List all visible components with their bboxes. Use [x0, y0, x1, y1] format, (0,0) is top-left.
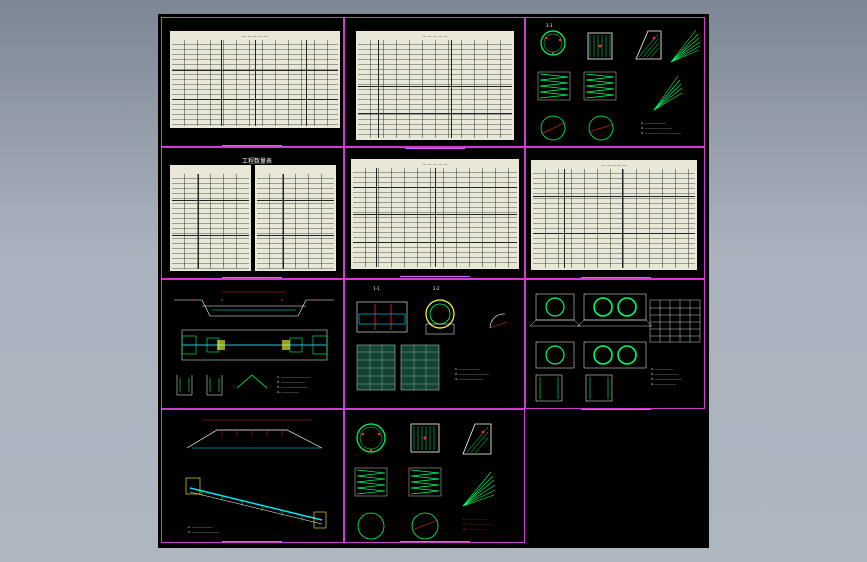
- svg-text:2. ————————: 2. ————————: [651, 372, 679, 376]
- svg-text:2. —————————: 2. —————————: [463, 522, 494, 526]
- table-header: — — — — —: [601, 163, 627, 168]
- svg-text:4. ———————: 4. ———————: [651, 382, 676, 386]
- panel-caption: [581, 272, 651, 278]
- pipe-section-drawing: 1-1 2-2 1. ——————— 2. ——————————: [356, 286, 508, 391]
- svg-text:3. ————————: 3. ————————: [455, 377, 483, 381]
- svg-text:1. ——————————: 1. ——————————: [277, 375, 311, 379]
- section-mark: 1-1: [373, 286, 380, 291]
- panel-title: 工程数量表: [242, 158, 273, 165]
- panel-caption: [405, 143, 465, 149]
- table-header: — — — — —: [422, 162, 448, 167]
- panel-table-5[interactable]: — — — — —: [344, 147, 525, 279]
- panel-caption: [400, 536, 470, 542]
- table-header: — — — — —: [422, 34, 448, 39]
- panel-rebar-details-11[interactable]: 1. ——————— 2. ————————— 3. ———————: [344, 409, 525, 543]
- panel-caption: [222, 140, 282, 146]
- panel-table-pair-4[interactable]: 工程数量表: [161, 147, 344, 279]
- svg-text:1. ———————: 1. ———————: [455, 367, 480, 371]
- svg-text:1-1: 1-1: [546, 23, 553, 28]
- quantity-table-left: [170, 165, 251, 271]
- svg-text:1. ———————: 1. ———————: [641, 121, 666, 125]
- culvert-plan-elevation-drawing: 1. —————————— 2. ———————— 3. ————————— 4…: [174, 291, 334, 396]
- panel-longitudinal-profile-10[interactable]: 1. ——————— 2. —————————: [161, 409, 344, 543]
- table-header: — — — — —: [242, 34, 268, 39]
- svg-text:1. ——————: 1. ——————: [651, 367, 673, 371]
- double-pipe-section-drawing: 1. —————— 2. ———————— 3. ————————— 4. ——…: [529, 293, 701, 402]
- svg-text:4. ——————: 4. ——————: [277, 390, 299, 394]
- quantity-table: — — — — —: [351, 159, 519, 269]
- panel-caption: [222, 536, 282, 542]
- cad-drawing-sheet: — — — — — — — — — — 1-1: [158, 14, 709, 548]
- longitudinal-profile-drawing: 1. ——————— 2. —————————: [185, 419, 327, 534]
- svg-text:3. —————————: 3. —————————: [651, 377, 682, 381]
- quantity-table: — — — — —: [531, 160, 697, 270]
- panel-table-6[interactable]: — — — — —: [525, 147, 705, 279]
- svg-text:3. —————————: 3. —————————: [277, 385, 308, 389]
- svg-text:2. ——————————: 2. ——————————: [455, 372, 489, 376]
- panel-rebar-details-3[interactable]: 1-1: [525, 17, 705, 148]
- section-mark: 2-2: [433, 286, 440, 291]
- quantity-table: — — — — —: [356, 31, 514, 140]
- panel-pipe-sections-8[interactable]: 1-1 2-2 1. ——————— 2. ——————————: [344, 279, 525, 410]
- svg-text:2. ————————: 2. ————————: [277, 380, 305, 384]
- quantity-table: — — — — —: [170, 31, 340, 128]
- panel-caption: [581, 404, 651, 410]
- svg-text:3. ———————: 3. ———————: [463, 527, 488, 531]
- panel-table-2[interactable]: — — — — —: [344, 17, 525, 149]
- panel-culvert-plan-7[interactable]: 1. —————————— 2. ———————— 3. ————————— 4…: [161, 279, 344, 410]
- panel-caption: [400, 271, 470, 277]
- svg-text:1. ———————: 1. ———————: [463, 517, 488, 521]
- svg-text:1. ———————: 1. ———————: [188, 525, 213, 529]
- panel-double-pipe-9[interactable]: 1. —————— 2. ———————— 3. ————————— 4. ——…: [525, 279, 705, 410]
- rebar-detail-drawing: 1. ——————— 2. ————————— 3. ———————: [354, 423, 496, 540]
- panel-caption: [222, 272, 282, 278]
- svg-text:3. ————————————: 3. ————————————: [641, 131, 681, 135]
- svg-text:2. —————————: 2. —————————: [188, 530, 219, 534]
- svg-text:2. —————————: 2. —————————: [641, 126, 672, 130]
- panel-table-pair-1[interactable]: — — — — —: [161, 17, 344, 147]
- rebar-detail-drawing: 1-1: [537, 23, 701, 141]
- quantity-table-right: [255, 165, 336, 271]
